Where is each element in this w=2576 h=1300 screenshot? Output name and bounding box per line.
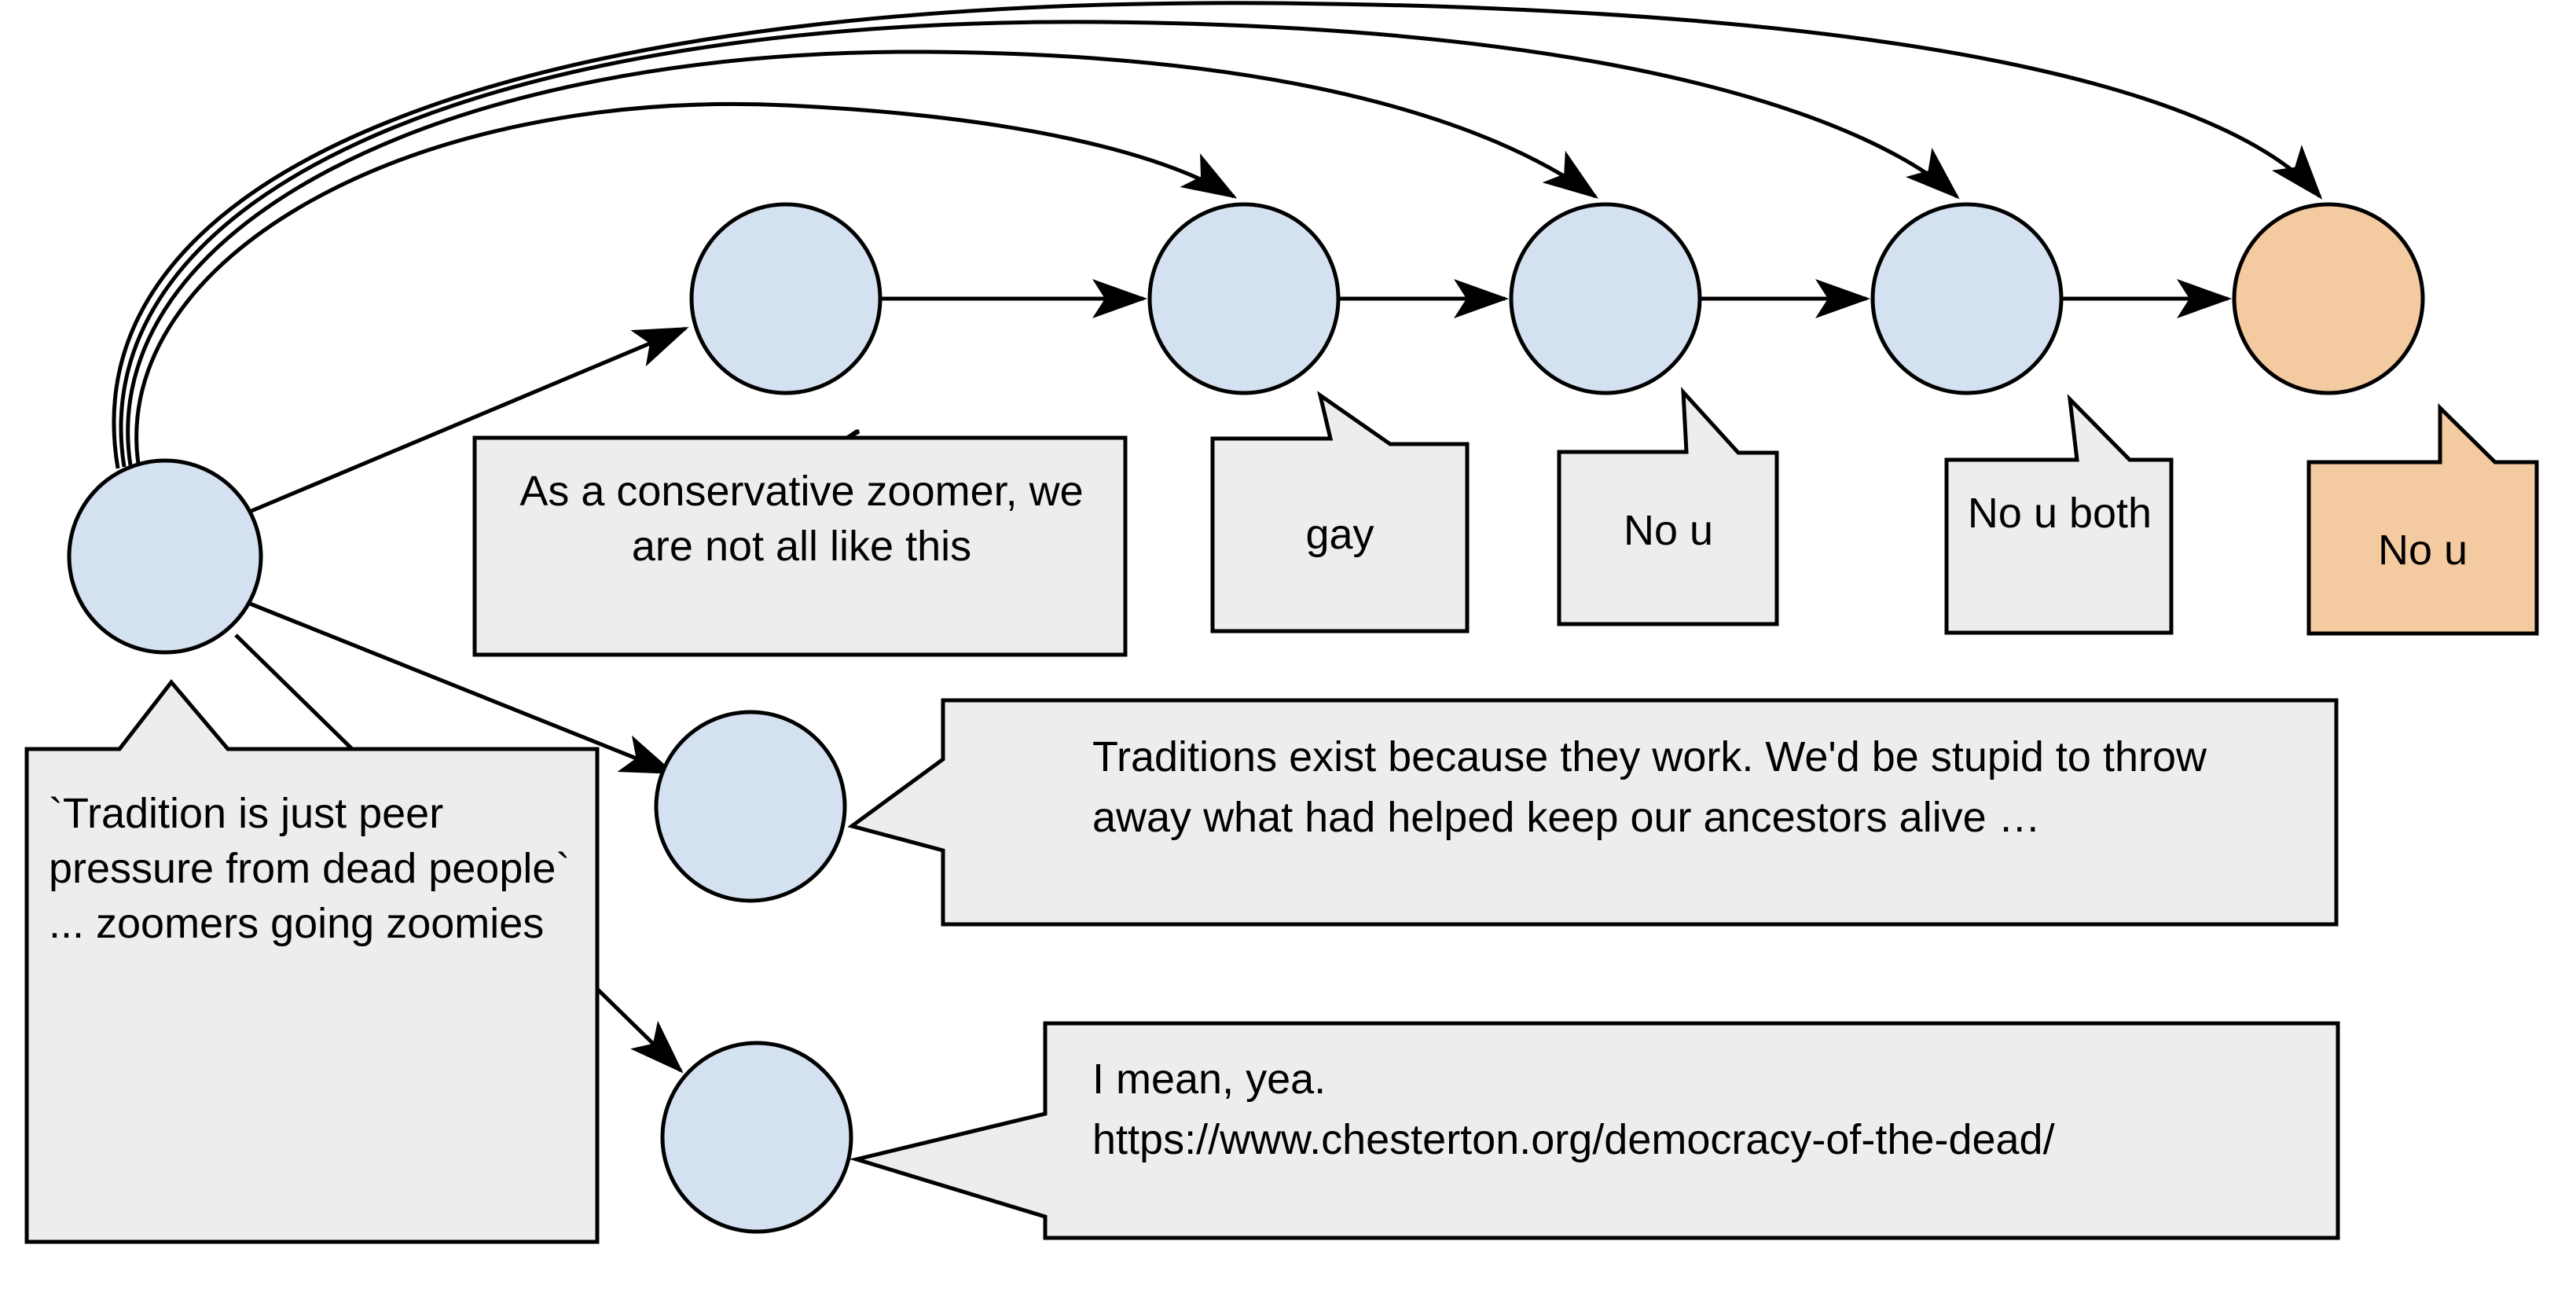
nodes (67, 202, 2425, 1234)
node-t2[interactable] (1147, 202, 1341, 395)
node-t1[interactable] (689, 202, 883, 395)
edge-root-to-t3 (126, 50, 1599, 466)
callout-t2-shape (1210, 391, 1470, 633)
edge-root-to-b1 (249, 601, 676, 775)
callout-b1-shape (847, 698, 2339, 927)
callout-shapes (24, 387, 2539, 1244)
edge-root-to-t4 (119, 20, 1960, 468)
edge-root-to-t1 (251, 326, 689, 513)
node-t3[interactable] (1509, 202, 1702, 395)
callout-t4-shape (1944, 394, 2174, 635)
callout-root-shape (24, 679, 600, 1244)
node-t4[interactable] (1870, 202, 2064, 395)
node-b1[interactable] (654, 710, 847, 903)
node-b2[interactable] (660, 1041, 853, 1234)
edge-root-to-t2 (134, 102, 1238, 465)
callout-t5-shape (2306, 403, 2539, 636)
callout-b2-shape (849, 1021, 2340, 1240)
node-t5[interactable] (2232, 202, 2425, 395)
edge-root-to-t5 (112, 1, 2323, 469)
node-root[interactable] (67, 458, 263, 655)
callout-t1-shape (472, 429, 1128, 657)
callout-t3-shape (1557, 387, 1779, 626)
arc-edges (112, 1, 2323, 469)
